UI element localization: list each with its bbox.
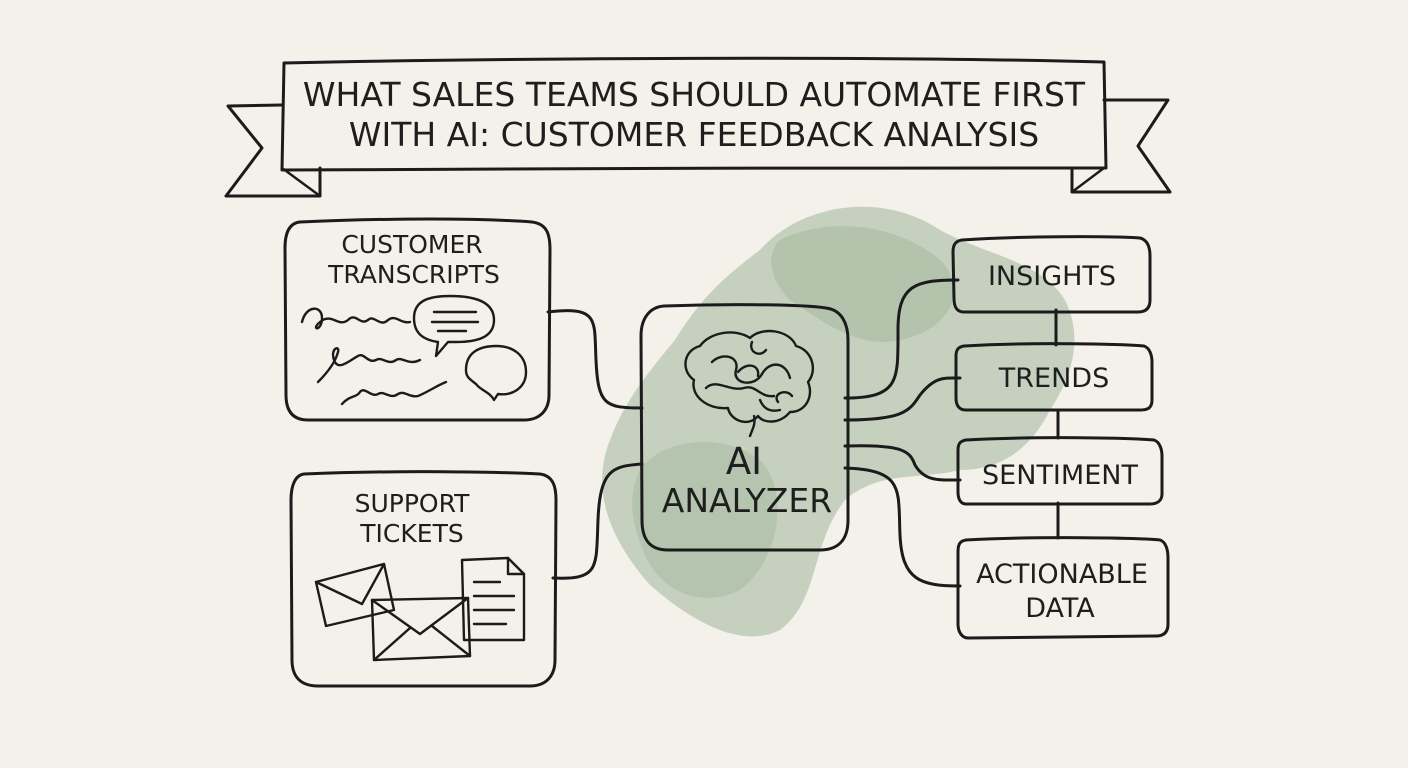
output-insights-label: INSIGHTS <box>988 261 1116 292</box>
output-trends-label: TRENDS <box>998 363 1109 394</box>
support-tickets-label-2: TICKETS <box>359 519 463 548</box>
output-actionable-data-label-2: DATA <box>1025 593 1095 624</box>
output-sentiment-box: SENTIMENT <box>956 436 1164 506</box>
output-insights-box: INSIGHTS <box>951 235 1152 314</box>
envelope-icon <box>370 596 472 662</box>
customer-transcripts-box: CUSTOMER TRANSCRIPTS <box>283 217 552 422</box>
ai-analyzer-box: AI ANALYZER <box>639 303 850 552</box>
watercolor-wash <box>602 206 1075 637</box>
output-actionable-data-label-1: ACTIONABLE <box>976 559 1148 590</box>
scribble-text-icon <box>300 307 448 406</box>
connectors <box>546 278 1060 588</box>
brain-icon <box>684 329 815 438</box>
speech-bubble-icon <box>464 344 528 402</box>
document-icon <box>460 556 526 642</box>
output-trends-box: TRENDS <box>954 342 1154 412</box>
customer-transcripts-label-2: TRANSCRIPTS <box>327 260 500 289</box>
output-actionable-data-box: ACTIONABLE DATA <box>956 536 1170 640</box>
customer-transcripts-label-1: CUSTOMER <box>341 230 482 259</box>
support-tickets-box: SUPPORT TICKETS <box>289 470 558 688</box>
title-line-1: WHAT SALES TEAMS SHOULD AUTOMATE FIRST <box>303 75 1086 114</box>
ai-analyzer-label-2: ANALYZER <box>662 481 832 520</box>
title-line-2: WITH AI: CUSTOMER FEEDBACK ANALYSIS <box>349 115 1039 154</box>
envelope-icon <box>314 562 396 628</box>
speech-bubble-icon <box>412 294 496 358</box>
output-sentiment-label: SENTIMENT <box>982 460 1138 491</box>
ai-analyzer-label-1: AI <box>726 440 762 483</box>
title-banner: WHAT SALES TEAMS SHOULD AUTOMATE FIRST W… <box>224 56 1172 198</box>
support-tickets-label-1: SUPPORT <box>355 489 471 518</box>
